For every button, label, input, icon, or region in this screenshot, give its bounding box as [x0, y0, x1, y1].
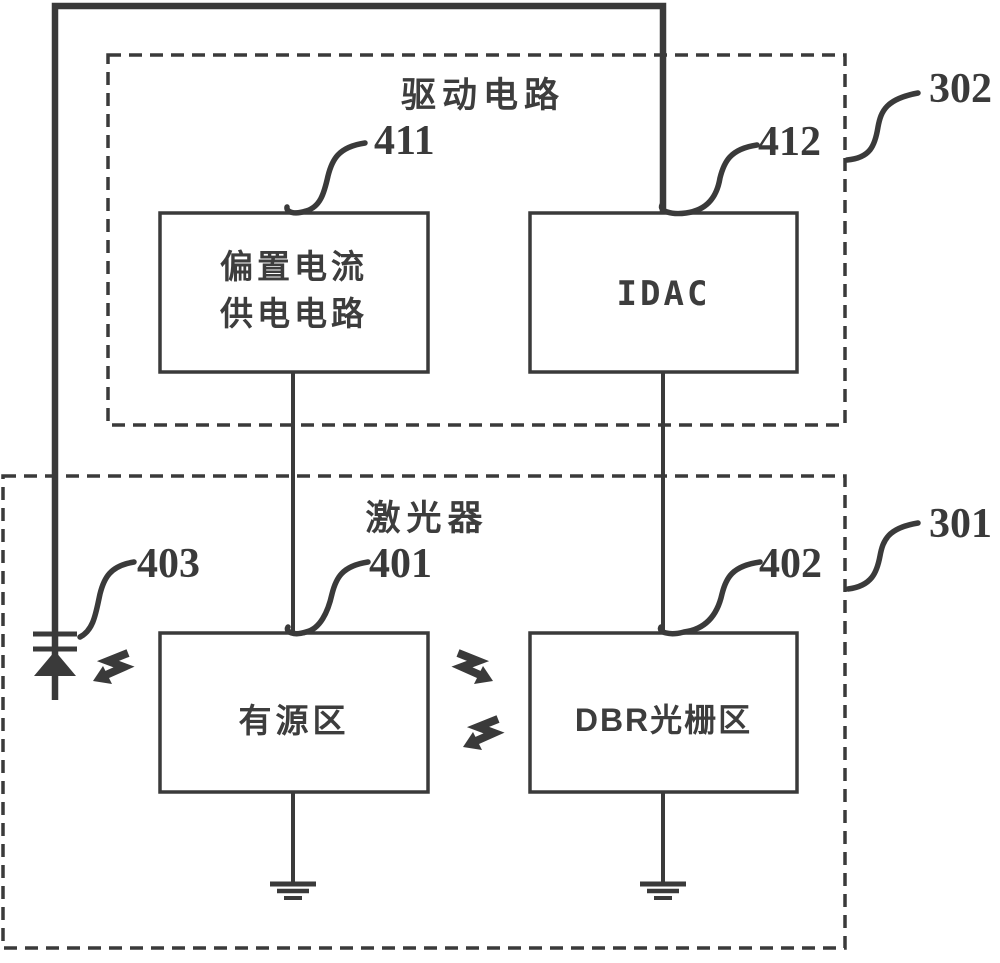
ref-402: 402 [759, 541, 822, 587]
leader-301 [845, 520, 921, 592]
leader-411 [284, 140, 368, 216]
bias-label-line2: 供电电路 [220, 295, 368, 332]
dbr-grating-box [528, 631, 799, 794]
light-arrow-to-active-icon [463, 715, 505, 750]
dbr-ground-icon [640, 881, 686, 900]
active-region-label: 有源区 [238, 702, 350, 739]
ref-411: 411 [374, 118, 435, 164]
ref-403: 403 [137, 541, 200, 587]
leader-412 [658, 142, 760, 217]
leader-302 [844, 90, 921, 163]
leader-403 [77, 559, 137, 640]
active-region-box [158, 631, 430, 794]
active-ground-icon [270, 881, 316, 900]
drive-circuit-title: 驱动电路 [400, 76, 565, 115]
laser-dashed-box [1, 474, 847, 950]
laser-title: 激光器 [365, 499, 489, 538]
ref-401: 401 [369, 541, 432, 587]
idac-label: IDAC [616, 274, 711, 314]
leader-402 [657, 559, 763, 637]
bias-label-line1: 偏置电流 [220, 248, 368, 285]
drive-circuit-dashed-box [106, 53, 847, 427]
ref-412: 412 [758, 119, 821, 165]
dbr-grating-label: DBR光栅区 [574, 702, 753, 738]
ref-301: 301 [929, 501, 992, 547]
light-arrow-to-photodiode-icon [93, 649, 135, 684]
light-arrow-to-dbr-icon [451, 649, 493, 684]
idac-box [528, 211, 799, 374]
photodiode-icon [33, 631, 77, 676]
bias-current-supply-box [158, 211, 430, 374]
supply-wire [51, 2, 667, 700]
leader-401 [284, 559, 371, 637]
ref-302: 302 [929, 66, 992, 112]
bias-current-supply-label: 偏置电流 供电电路 [160, 243, 428, 337]
photodiode-triangle [34, 651, 76, 676]
